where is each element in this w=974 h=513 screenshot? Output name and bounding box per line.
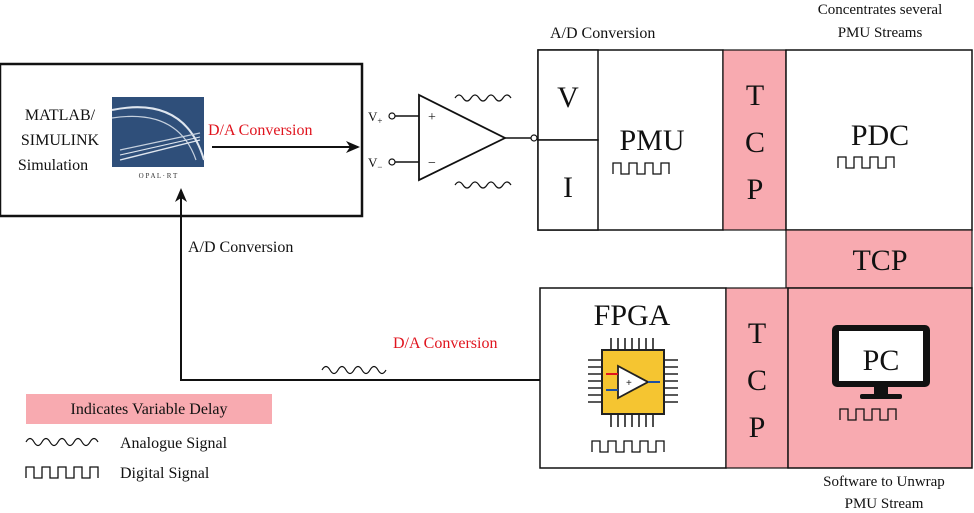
svg-text:+: +: [428, 110, 436, 125]
da-conversion-label-top: D/A Conversion: [208, 122, 312, 139]
tcp-1-p: P: [747, 173, 764, 206]
tcp-2-t: T: [748, 317, 766, 350]
tcp-1-c: C: [745, 126, 765, 159]
pc-label: PC: [863, 344, 900, 377]
i-box-label: I: [563, 171, 573, 204]
v-plus-label: V+: [368, 109, 382, 126]
i-box: [537, 139, 599, 231]
pdc-digital-signal: [837, 156, 895, 169]
monitor-icon: [832, 325, 930, 399]
ad-conversion-label-top: A/D Conversion: [550, 25, 655, 42]
pmu-streams-label: PMU Streams: [838, 25, 923, 41]
da-conversion-label-bottom: D/A Conversion: [393, 335, 497, 352]
pmu-label: PMU: [619, 124, 684, 157]
matlab-label: MATLAB/: [25, 107, 96, 124]
tcp-horizontal-label: TCP: [852, 244, 907, 277]
legend-analogue: Analogue Signal: [120, 435, 228, 452]
fpga-chip-icon: +: [588, 338, 678, 427]
tcp-block-2: [725, 287, 789, 469]
fpga-digital-signal: [591, 440, 665, 453]
pmu-digital-signal: [612, 162, 670, 175]
simulation-label: Simulation: [18, 157, 88, 174]
analogue-wave-top: [454, 94, 512, 102]
v-box: [537, 49, 599, 141]
concentrates-label: Concentrates several: [818, 2, 943, 18]
fpga-label: FPGA: [594, 299, 671, 332]
analogue-wave-bottom: [454, 181, 512, 189]
tcp-2-p: P: [749, 411, 766, 444]
v-box-label: V: [557, 81, 579, 114]
svg-text:+: +: [626, 378, 632, 389]
software-label-2: PMU Stream: [845, 496, 924, 512]
v-minus-label: V−: [368, 155, 382, 172]
svg-text:−: −: [428, 156, 436, 171]
tcp-block-1: [722, 49, 787, 231]
legend: Indicates Variable Delay Analogue Signal…: [25, 394, 272, 482]
op-amp: + −: [388, 93, 538, 182]
tcp-block-horizontal: [785, 229, 973, 289]
tcp-1-t: T: [746, 79, 764, 112]
legend-digital-icon: [25, 466, 99, 479]
legend-variable-delay-swatch: [26, 394, 272, 424]
analogue-wave-feedback: [321, 365, 387, 375]
software-label-1: Software to Unwrap: [823, 474, 945, 490]
tcp-2-c: C: [747, 364, 767, 397]
opal-rt-logo: O P A L · R T: [111, 97, 205, 180]
pdc-label: PDC: [851, 119, 909, 152]
pc-digital-signal: [839, 408, 897, 421]
ad-conversion-label-left: A/D Conversion: [188, 239, 293, 256]
legend-digital: Digital Signal: [120, 465, 210, 482]
legend-analogue-icon: [25, 437, 99, 447]
svg-text:O P A L · R T: O P A L · R T: [139, 172, 178, 180]
pdc-box: [785, 49, 973, 231]
simulink-label: SIMULINK: [21, 132, 100, 149]
legend-variable-delay: Indicates Variable Delay: [71, 401, 228, 418]
